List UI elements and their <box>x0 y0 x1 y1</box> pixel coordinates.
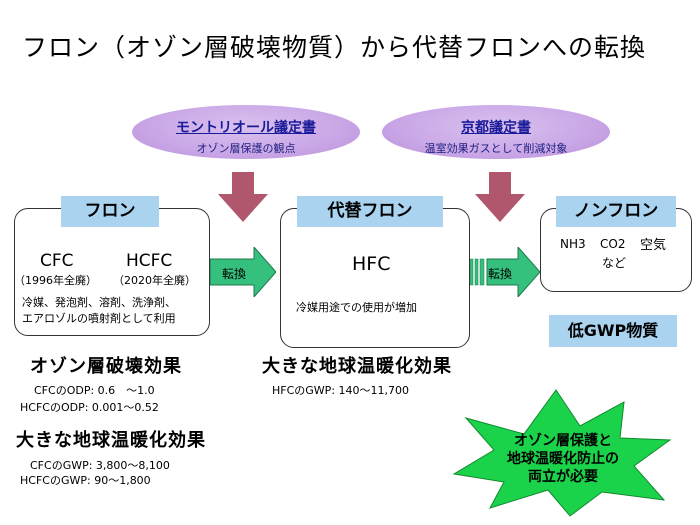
freon-uses-line1: 冷媒、発泡剤、溶剤、洗浄剤、 <box>22 296 176 309</box>
burst-text: オゾン層保護と 地球温暖化防止の 両立が必要 <box>452 432 674 486</box>
cfc-phaseout-year: （1996年全廃） <box>14 274 97 287</box>
right-arrow-2-icon <box>470 247 540 297</box>
montreal-protocol-subtitle: オゾン層保護の観点 <box>196 142 296 155</box>
kyoto-protocol-title: 京都議定書 <box>461 120 531 136</box>
down-arrow-kyoto-icon <box>475 172 525 222</box>
freon-box <box>14 208 210 336</box>
non-freon-label: ノンフロン <box>556 196 676 227</box>
burst-line2: 地球温暖化防止の <box>507 451 619 467</box>
slide-title: フロン（オゾン層破壊物質）から代替フロンへの転換 <box>22 33 647 62</box>
alternative-freon-label: 代替フロン <box>297 196 443 227</box>
nh3-label: NH3 <box>560 237 586 251</box>
starburst-shape <box>452 389 672 517</box>
montreal-protocol-ellipse: モントリオール議定書 オゾン層保護の観点 <box>132 105 360 159</box>
down-arrow-montreal-icon <box>218 172 268 222</box>
conversion-label-1: 転換 <box>222 267 247 281</box>
right-arrow-1-icon <box>210 247 276 297</box>
freon-warming-heading: 大きな地球温暖化効果 <box>16 430 206 451</box>
low-gwp-label: 低GWP物質 <box>549 315 677 347</box>
hcfc-gwp: HCFCのGWP: 90～1,800 <box>20 474 151 487</box>
montreal-protocol-title: モントリオール議定書 <box>176 120 316 136</box>
hfc-warming-heading: 大きな地球温暖化効果 <box>262 356 452 377</box>
hfc-usage-note: 冷媒用途での使用が増加 <box>296 301 417 314</box>
hfc-label: HFC <box>352 253 391 275</box>
hcfc-label: HCFC <box>126 251 173 271</box>
freon-uses-line2: エアロゾルの噴射剤として利用 <box>22 312 176 325</box>
cfc-odp: CFCのODP: 0.6 ～1.0 <box>34 384 155 397</box>
burst-line3: 両立が必要 <box>528 469 598 485</box>
alternative-freon-box <box>280 208 470 348</box>
co2-label: CO2 <box>600 237 626 251</box>
hfc-gwp: HFCのGWP: 140～11,700 <box>272 384 410 397</box>
kyoto-protocol-ellipse: 京都議定書 温室効果ガスとして削減対象 <box>382 105 610 159</box>
cfc-gwp: CFCのGWP: 3,800～8,100 <box>30 459 170 472</box>
conversion-label-2: 転換 <box>488 267 513 281</box>
freon-label: フロン <box>61 196 159 227</box>
cfc-label: CFC <box>40 251 74 271</box>
etc-label: など <box>602 256 627 270</box>
air-label: 空気 <box>640 238 667 253</box>
ozone-depletion-heading: オゾン層破壊効果 <box>30 356 182 377</box>
hcfc-phaseout-year: （2020年全廃） <box>113 274 196 287</box>
burst-line1: オゾン層保護と <box>514 433 612 449</box>
hcfc-odp: HCFCのODP: 0.001～0.52 <box>20 401 159 414</box>
kyoto-protocol-subtitle: 温室効果ガスとして削減対象 <box>424 142 568 155</box>
